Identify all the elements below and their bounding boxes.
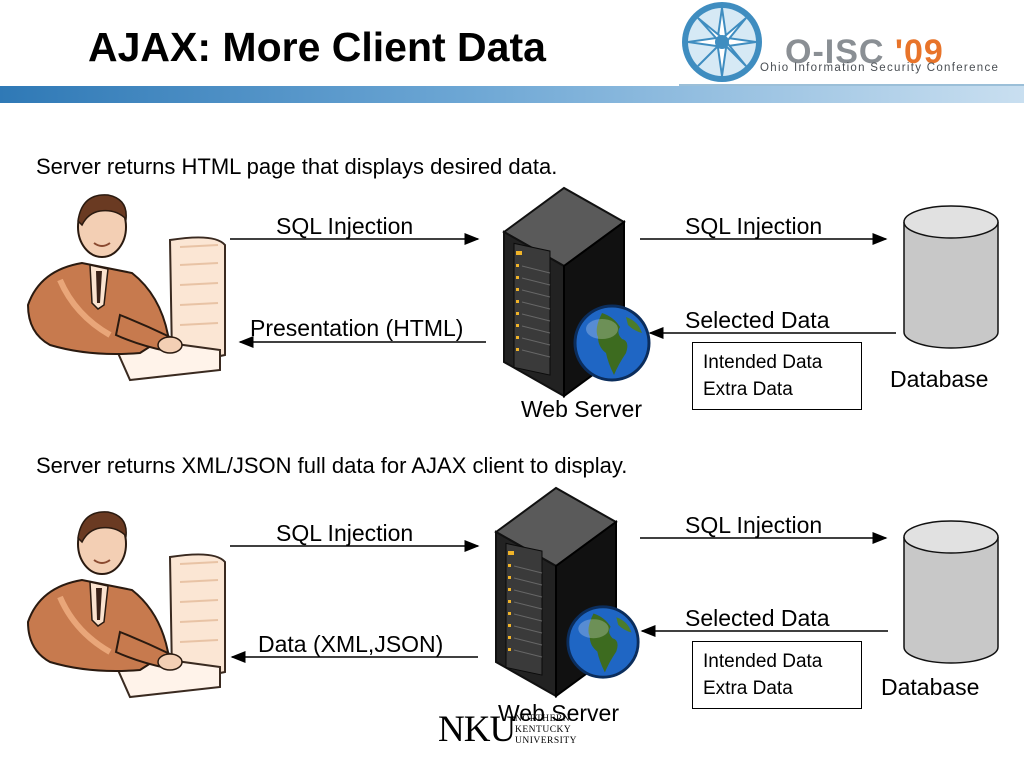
conference-name-text: O-ISC: [785, 33, 885, 71]
globe-icon: [573, 304, 651, 382]
data-box-2: Intended Data Extra Data: [692, 641, 862, 709]
label-sql-injection-db-2: SQL Injection: [685, 512, 823, 538]
globe-icon: [566, 605, 640, 679]
scenario-2-caption: Server returns XML/JSON full data for AJ…: [36, 453, 628, 478]
starburst-logo-icon: [682, 2, 762, 82]
conference-year: '09: [894, 33, 944, 71]
database-cylinder-icon: [903, 205, 999, 349]
label-sql-injection-client-1: SQL Injection: [276, 213, 414, 239]
conference-logo: [676, 0, 1024, 86]
nku-name-line-1: NORTHERN: [515, 714, 571, 724]
person-at-computer-icon: [26, 511, 226, 699]
label-database-2: Database: [881, 674, 980, 700]
database-cylinder-icon: [903, 520, 999, 664]
label-selected-data-1: Selected Data: [685, 307, 830, 333]
slide-title: AJAX: More Client Data: [88, 24, 546, 70]
label-sql-injection-db-1: SQL Injection: [685, 213, 823, 239]
scenario-1-caption: Server returns HTML page that displays d…: [36, 154, 558, 179]
data-box-1-extra: Extra Data: [703, 379, 793, 400]
label-web-server-1: Web Server: [521, 396, 643, 422]
data-box-2-extra: Extra Data: [703, 678, 793, 699]
nku-name-line-2: KENTUCKY: [515, 725, 572, 735]
label-sql-injection-client-2: SQL Injection: [276, 520, 414, 546]
label-database-1: Database: [890, 366, 989, 392]
conference-name: O-ISC '09: [785, 33, 944, 72]
person-at-computer-icon: [26, 194, 226, 382]
data-box-2-intended: Intended Data: [703, 651, 823, 672]
nku-logo-mark: NKU: [438, 709, 516, 750]
conference-full-name: Ohio Information Security Conference: [760, 62, 1000, 74]
nku-logo-name: NORTHERN KENTUCKY UNIVERSITY: [515, 714, 577, 747]
title-accent-bar: [0, 86, 1024, 103]
data-box-1: Intended Data Extra Data: [692, 342, 862, 410]
data-box-1-intended: Intended Data: [703, 352, 823, 373]
label-web-server-2: Web Server: [498, 700, 620, 726]
label-presentation-html: Presentation (HTML): [250, 315, 464, 341]
label-selected-data-2: Selected Data: [685, 605, 830, 631]
nku-name-line-3: UNIVERSITY: [515, 736, 577, 746]
label-data-xml-json: Data (XML,JSON): [258, 631, 444, 657]
logo-underline: [679, 84, 1024, 86]
